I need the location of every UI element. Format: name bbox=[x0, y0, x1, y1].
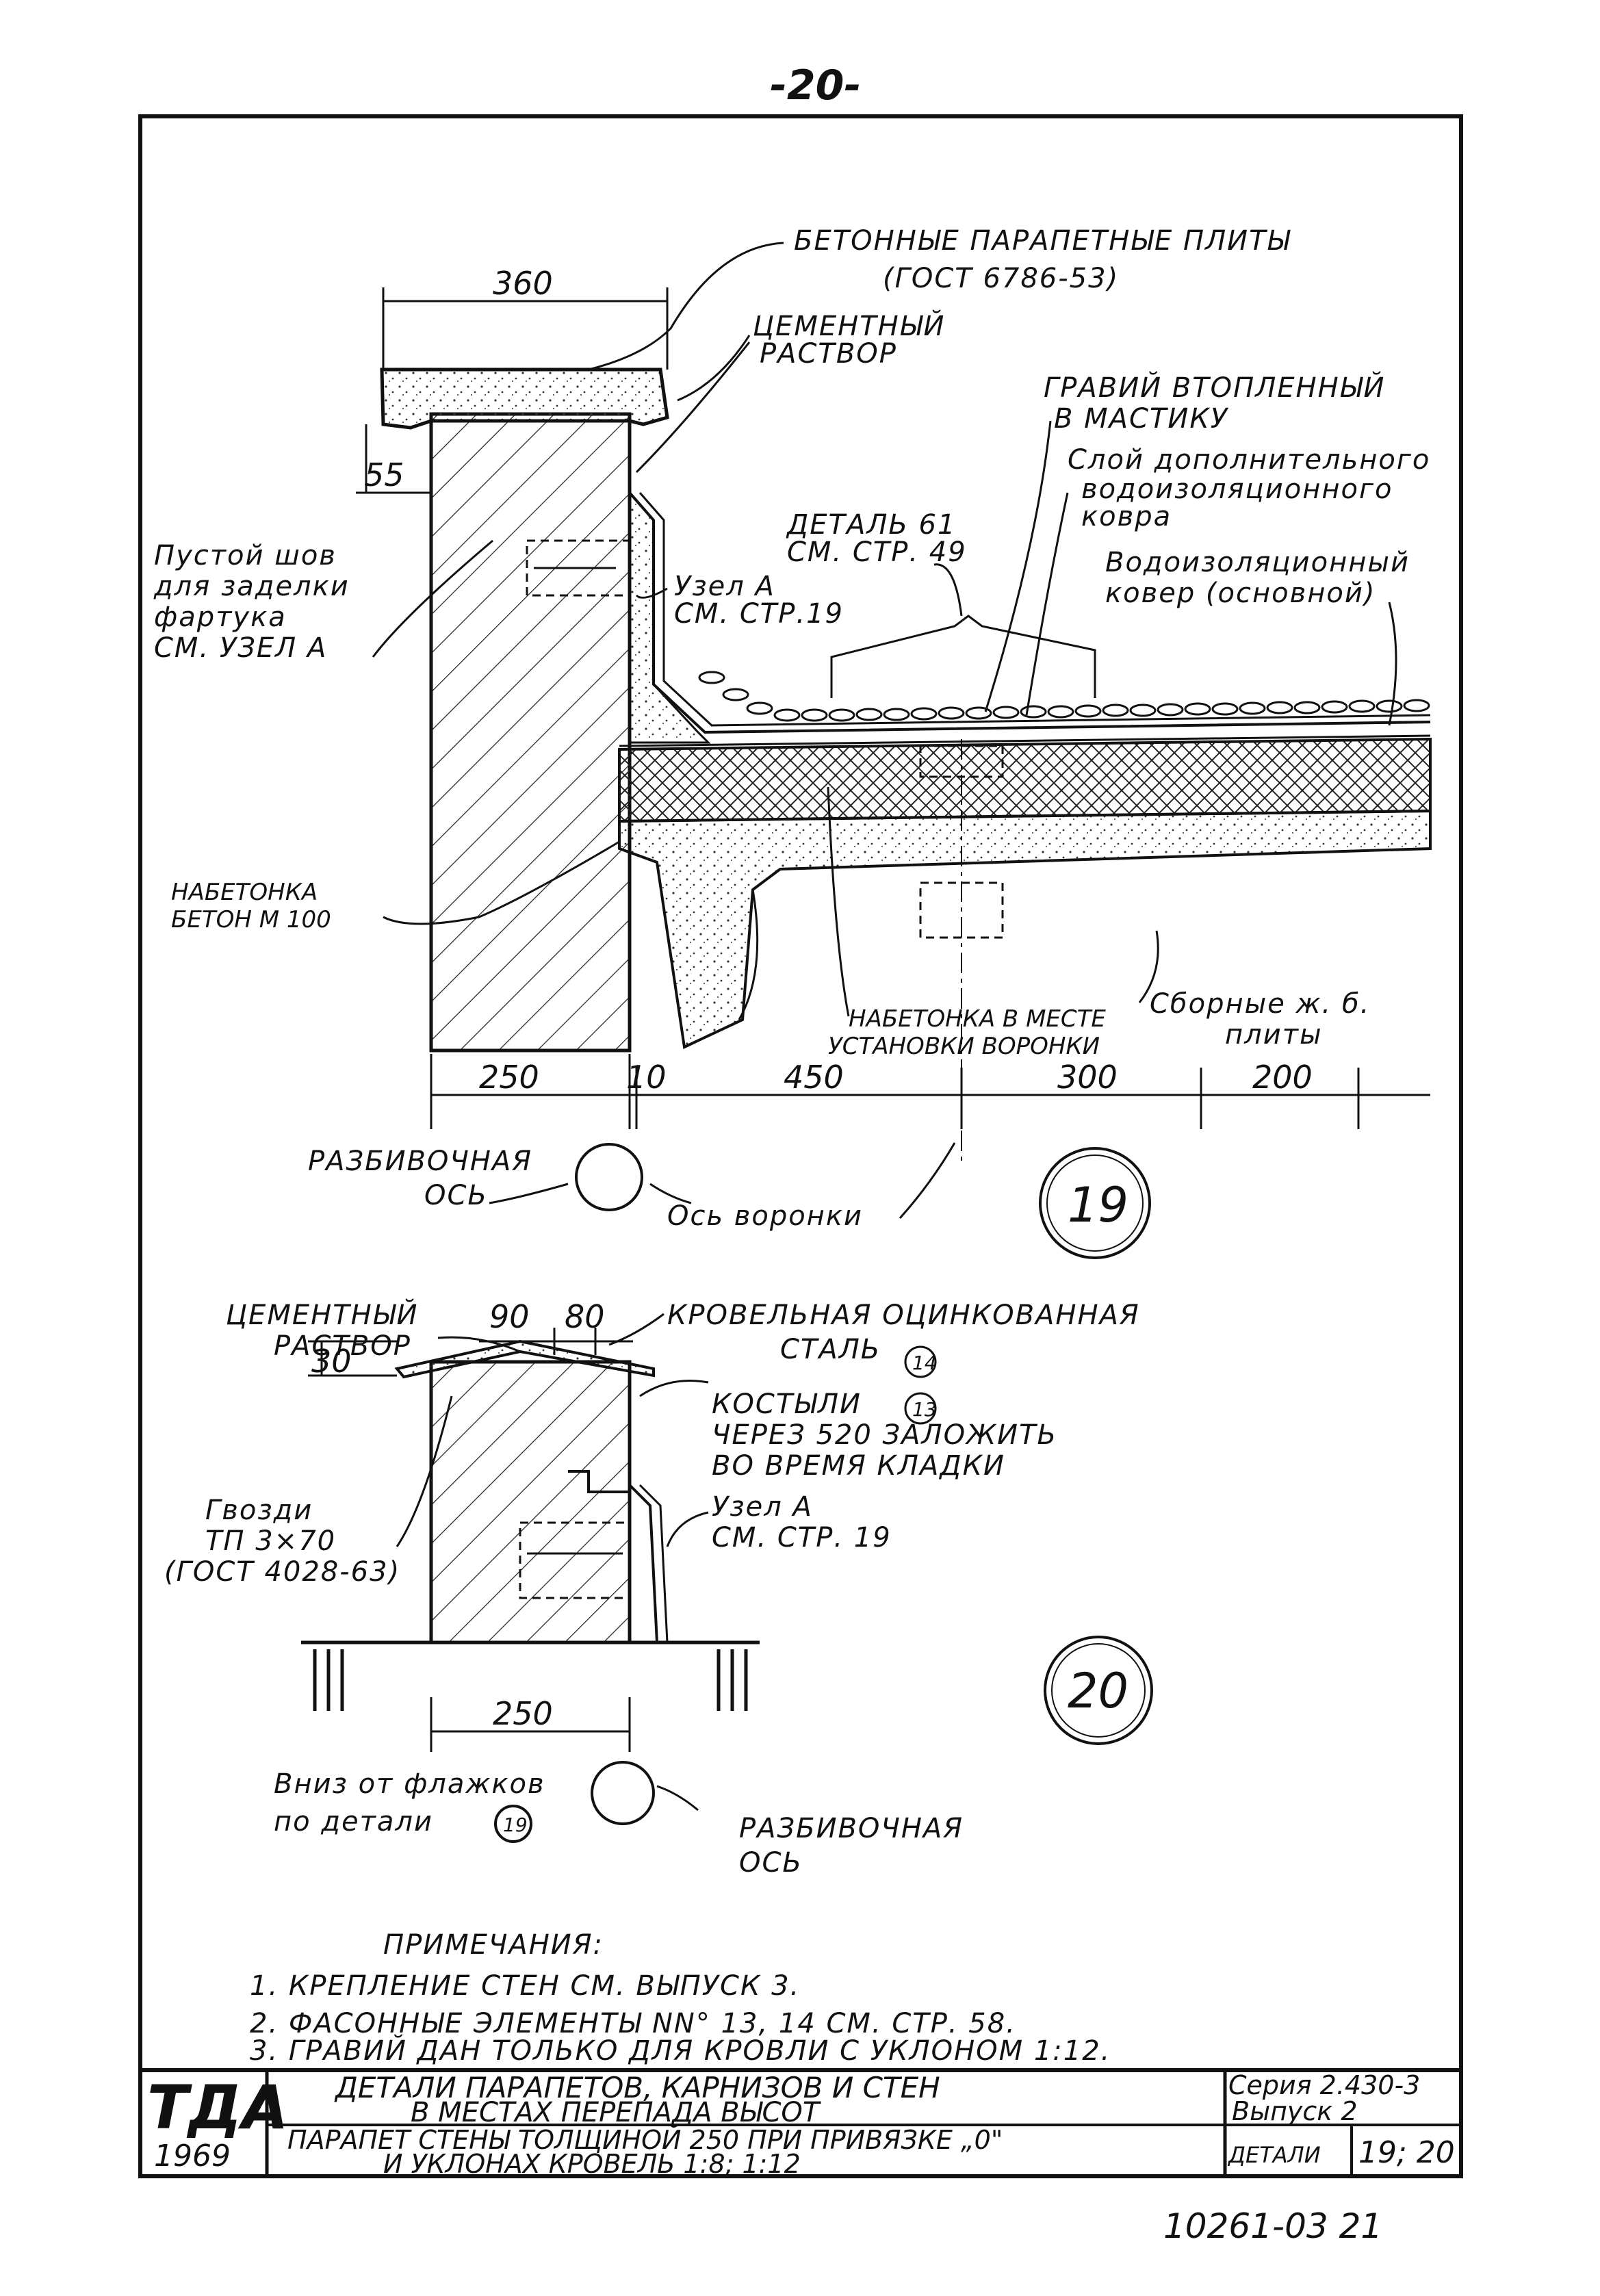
label-node-a: Узел А bbox=[674, 571, 775, 602]
logo-tda: ТДА bbox=[147, 2072, 289, 2143]
detail-number-20: 20 bbox=[1068, 1663, 1128, 1719]
label-extra-layer-2: водоизоляционного bbox=[1081, 474, 1393, 505]
label-detail-61: ДЕТАЛЬ 61 bbox=[786, 509, 956, 541]
label-nails-2: ТП 3×70 bbox=[205, 1525, 336, 1557]
detail-20: 90 80 30 250 ЦЕМЕНТНЫЙ РАСТВОР КРОВЕЛЬНА… bbox=[164, 1298, 1153, 1879]
label-main-carpet: Водоизоляционный bbox=[1105, 547, 1410, 578]
label-crutch-3: ВО ВРЕМЯ КЛАДКИ bbox=[712, 1450, 1005, 1482]
detail-number-19: 19 bbox=[1068, 1177, 1128, 1233]
label-empty-seam-4: СМ. УЗЕЛ А bbox=[154, 632, 327, 664]
label-node-a-20-ref: СМ. СТР. 19 bbox=[712, 1522, 892, 1553]
dim-360: 360 bbox=[493, 265, 553, 302]
label-empty-seam-2: для заделки bbox=[153, 571, 350, 602]
note-2: 2. ФАСОННЫЕ ЭЛЕМЕНТЫ NN° 13, 14 СМ. СТР.… bbox=[250, 2008, 1016, 2039]
label-concrete-fill: НАБЕТОНКА bbox=[171, 879, 318, 906]
label-parapet-slabs: БЕТОННЫЕ ПАРАПЕТНЫЕ ПЛИТЫ bbox=[794, 225, 1291, 257]
label-roof-steel-2: СТАЛЬ bbox=[780, 1334, 881, 1365]
page-number: -20- bbox=[770, 62, 861, 109]
dim-200: 200 bbox=[1252, 1059, 1313, 1096]
title-main-2: В МЕСТАХ ПЕРЕПАДА ВЫСОТ bbox=[411, 2097, 822, 2128]
detail-value: 19; 20 bbox=[1358, 2135, 1455, 2170]
insulation-19 bbox=[618, 737, 1432, 823]
note-3: 3. ГРАВИЙ ДАН ТОЛЬКО ДЛЯ КРОВЛИ С УКЛОНО… bbox=[250, 2034, 1111, 2067]
label-cement-mortar-2: РАСТВОР bbox=[760, 338, 897, 370]
note-1: 1. КРЕПЛЕНИЕ СТЕН СМ. ВЫПУСК 3. bbox=[250, 1970, 800, 2002]
label-down-2: по детали bbox=[274, 1806, 433, 1837]
dim-10: 10 bbox=[626, 1059, 667, 1096]
dim-30: 30 bbox=[311, 1343, 352, 1380]
series-issue: Выпуск 2 bbox=[1232, 2096, 1358, 2126]
label-roof-steel-ref: 14 bbox=[912, 1352, 937, 1374]
layout-axis-circle-20 bbox=[591, 1761, 655, 1825]
dim-55: 55 bbox=[364, 456, 404, 493]
series: Серия 2.430-3 bbox=[1228, 2070, 1420, 2100]
dim-90: 90 bbox=[489, 1298, 530, 1335]
notes-title: ПРИМЕЧАНИЯ: bbox=[383, 1929, 604, 1961]
label-node-a-20: Узел А bbox=[712, 1491, 813, 1523]
dim-250: 250 bbox=[479, 1059, 539, 1096]
label-precast: Сборные ж. б. bbox=[1150, 988, 1370, 1020]
label-down-ref: 19 bbox=[503, 1814, 528, 1836]
label-roof-steel: КРОВЕЛЬНАЯ ОЦИНКОВАННАЯ bbox=[667, 1300, 1140, 1331]
wall-20 bbox=[429, 1360, 632, 1644]
title-main-1: ДЕТАЛИ ПАРАПЕТОВ, КАРНИЗОВ И СТЕН bbox=[334, 2071, 940, 2104]
title-sub-2: И УКЛОНАХ КРОВЕЛЬ 1:8; 1:12 bbox=[383, 2149, 801, 2179]
label-node-a-ref: СМ. СТР.19 bbox=[674, 598, 844, 630]
label-layout-axis-2: ОСЬ bbox=[424, 1180, 488, 1211]
label-gravel: ГРАВИЙ ВТОПЛЕННЫЙ bbox=[1044, 371, 1385, 404]
label-layout-axis: РАЗБИВОЧНАЯ bbox=[308, 1146, 532, 1177]
label-extra-layer: Слой дополнительного bbox=[1068, 444, 1430, 476]
label-crutch: КОСТЫЛИ bbox=[712, 1389, 862, 1420]
notes: ПРИМЕЧАНИЯ: 1. КРЕПЛЕНИЕ СТЕН СМ. ВЫПУСК… bbox=[250, 1929, 1111, 2067]
label-funnel-fill: НАБЕТОНКА В МЕСТЕ bbox=[849, 1005, 1106, 1033]
label-extra-layer-3: ковра bbox=[1081, 501, 1172, 532]
detail-number-circle-19 bbox=[1039, 1147, 1151, 1259]
detail-19: 360 55 250 10 450 300 200 БЕТО bbox=[153, 225, 1432, 1259]
dim-300: 300 bbox=[1057, 1059, 1118, 1096]
label-parapet-slabs-gost: (ГОСТ 6786-53) bbox=[883, 263, 1119, 294]
dim-80: 80 bbox=[565, 1298, 605, 1335]
layout-axis-circle-19 bbox=[575, 1143, 643, 1211]
parapet-slab-19 bbox=[380, 367, 669, 430]
title-sub-1: ПАРАПЕТ СТЕНЫ ТОЛЩИНОЙ 250 ПРИ ПРИВЯЗКЕ … bbox=[287, 2125, 1003, 2155]
label-cement-mortar: ЦЕМЕНТНЫЙ bbox=[753, 309, 945, 342]
label-precast-2: плиты bbox=[1225, 1019, 1323, 1050]
label-nails-3: (ГОСТ 4028-63) bbox=[164, 1556, 400, 1588]
label-layout-axis-20: РАЗБИВОЧНАЯ bbox=[739, 1813, 964, 1844]
sheet-code: 10261-03 21 bbox=[1163, 2206, 1382, 2246]
precast-slab-19 bbox=[618, 809, 1432, 1049]
detail-number-circle-20 bbox=[1044, 1636, 1153, 1745]
title-year: 1969 bbox=[154, 2139, 231, 2174]
label-layout-axis-20-2: ОСЬ bbox=[739, 1847, 803, 1879]
label-detail-61-ref: СМ. СТР. 49 bbox=[787, 537, 967, 568]
label-funnel-fill-2: УСТАНОВКИ ВОРОНКИ bbox=[828, 1033, 1100, 1060]
label-funnel-axis: Ось воронки bbox=[667, 1200, 863, 1232]
label-crutch-ref: 13 bbox=[912, 1398, 937, 1421]
label-cement-mortar-20: ЦЕМЕНТНЫЙ bbox=[226, 1298, 418, 1331]
detail-label: ДЕТАЛИ bbox=[1227, 2142, 1321, 2168]
label-cement-mortar-20-2: РАСТВОР bbox=[274, 1330, 411, 1362]
label-empty-seam-3: фартука bbox=[154, 602, 287, 633]
dim-450: 450 bbox=[784, 1059, 844, 1096]
label-nails: Гвозди bbox=[205, 1495, 313, 1526]
label-down: Вниз от флажков bbox=[274, 1768, 545, 1800]
label-main-carpet-2: ковер (основной) bbox=[1105, 578, 1376, 609]
title-block bbox=[138, 2068, 1463, 2178]
label-gravel-2: В МАСТИКУ bbox=[1054, 403, 1229, 435]
label-empty-seam: Пустой шов bbox=[154, 540, 337, 571]
label-concrete-fill-2: БЕТОН М 100 bbox=[171, 906, 331, 933]
label-crutch-2: ЧЕРЕЗ 520 ЗАЛОЖИТЬ bbox=[712, 1419, 1057, 1451]
wall-19 bbox=[429, 412, 632, 1053]
dim-250-20: 250 bbox=[493, 1695, 553, 1732]
